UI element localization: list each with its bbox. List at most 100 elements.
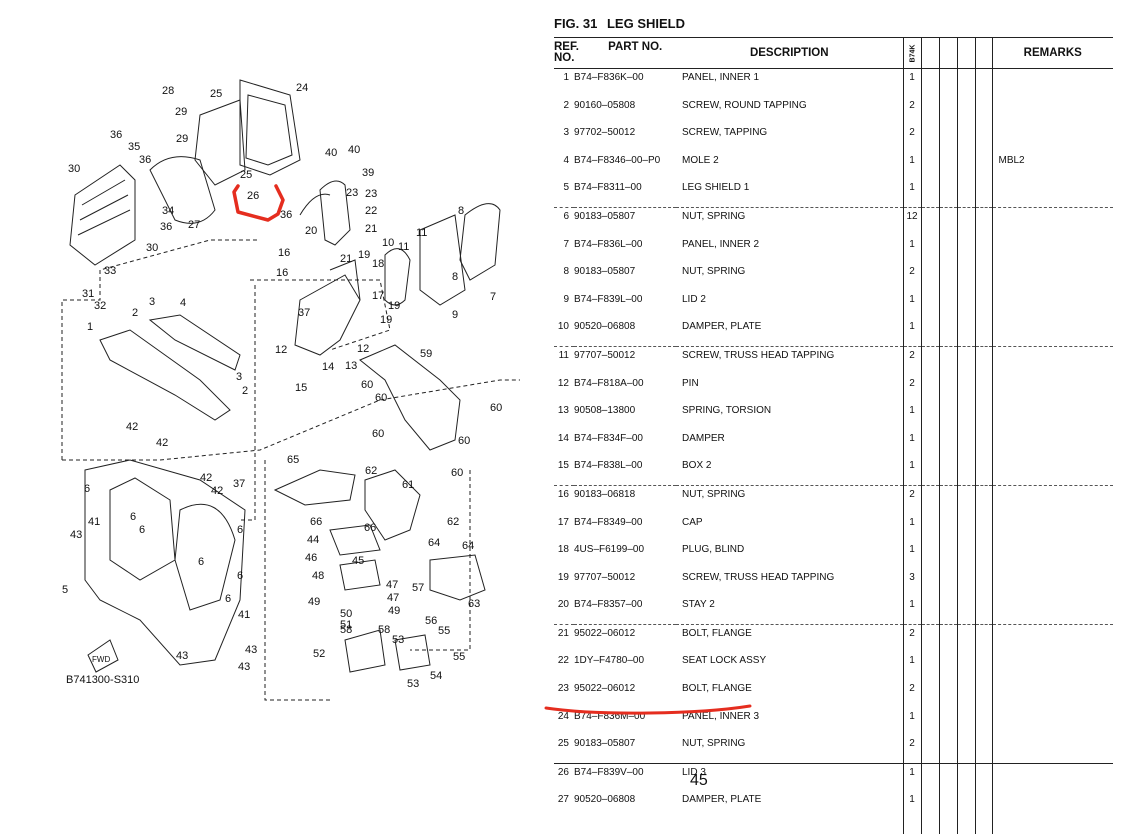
svg-text:59: 59 [420,348,432,360]
blank-col [975,124,992,152]
drawing-code: B741300-S310 [66,674,139,686]
quantity: 1 [902,235,922,264]
blank-col [975,514,992,542]
remarks [991,568,1113,597]
blank-col [939,68,958,97]
blank-col [921,457,940,486]
blank-col [921,151,940,180]
ref-no: 26 [554,762,574,792]
description: BOX 2 [682,460,712,472]
blank-col [939,596,958,625]
svg-text:36: 36 [110,129,122,141]
part-number: 90183–06818 [574,484,676,514]
svg-text:19: 19 [358,249,370,261]
svg-text:25: 25 [240,169,252,181]
quantity: 1 [902,318,922,347]
blank-col [957,179,976,208]
quantity: 2 [902,735,922,764]
blank-col [975,375,992,403]
blank-col [957,596,976,625]
part-number: 90183–05807 [574,738,636,750]
remarks [991,318,1113,347]
blank-col [975,402,992,430]
blank-col [957,96,976,125]
blank-col [975,791,992,834]
blank-col [975,236,992,264]
blank-col [975,541,992,569]
blank-col [957,345,976,375]
quantity: 1 [902,762,922,792]
description: SCREW, TAPPING [682,127,768,139]
quantity: 12 [902,206,922,236]
blank-col [939,484,958,514]
blank-col [975,457,992,485]
description: BOLT, FLANGE [682,683,752,695]
description: PIN [682,377,699,389]
ref-no: 19 [557,571,569,583]
part-number: 90520–06808 [574,321,636,333]
svg-text:16: 16 [278,247,290,259]
quantity: 1 [902,652,922,681]
part-number: B74–F838L–00 [574,460,643,472]
part-number: B74–F839L–00 [574,293,643,305]
remarks [991,762,1113,792]
svg-text:2: 2 [132,307,138,319]
blank-col [921,235,940,264]
quantity: 1 [902,179,922,208]
blank-col [921,68,940,97]
svg-text:49: 49 [388,605,400,617]
blank-col [921,318,940,347]
svg-text:6: 6 [225,593,231,605]
svg-text:62: 62 [447,516,459,528]
part-number: 95022–06012 [574,683,636,695]
svg-text:4: 4 [180,297,186,309]
blank-col [957,374,976,403]
svg-text:8: 8 [458,205,464,217]
description: SCREW, TRUSS HEAD TAPPING [682,571,835,583]
ref-no: 2 [563,99,569,111]
description: SPRING, TORSION [682,405,772,417]
description: PANEL, INNER 3 [682,710,760,722]
ref-no: 13 [557,405,569,417]
ref-no: 23 [557,683,569,695]
svg-text:15: 15 [295,382,307,394]
ref-no: 15 [557,460,569,472]
ref-no: 3 [563,127,569,139]
header-ref: REF. [554,41,579,53]
svg-text:21: 21 [340,253,352,265]
remarks [991,791,1113,834]
blank-col [975,484,992,514]
quantity: 3 [902,568,922,597]
svg-text:42: 42 [126,421,138,433]
blank-col [939,235,958,264]
svg-text:41: 41 [238,609,250,621]
blank-col [975,318,992,346]
figure-title: FIG. 31 LEG SHIELD [554,16,685,31]
blank-col [939,318,958,347]
blank-col [939,206,958,236]
description: SCREW, ROUND TAPPING [682,99,807,111]
blank-col [975,735,992,763]
blank-col [921,652,940,681]
blank-col [957,680,976,708]
blank-col [939,513,958,542]
table-bottom-rule [554,763,1113,764]
blank-col [957,68,976,97]
svg-text:52: 52 [313,648,325,660]
blank-col [957,541,976,569]
blank-col [975,206,992,236]
blank-col [957,762,976,792]
blank-col [957,791,976,834]
svg-text:43: 43 [245,644,257,656]
remarks [991,402,1113,430]
blank-col [921,707,940,736]
part-number: 95022–06012 [574,623,676,653]
